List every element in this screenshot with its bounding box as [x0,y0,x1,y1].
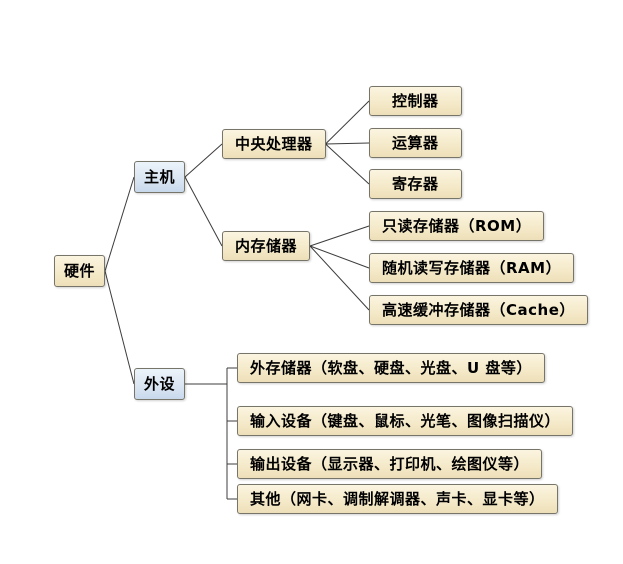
node-host: 主机 [134,161,186,193]
node-output-devices: 输出设备（显示器、打印机、绘图仪等） [237,449,543,479]
node-input-devices: 输入设备（键盘、鼠标、光笔、图像扫描仪） [237,406,574,436]
node-cache: 高速缓冲存储器（Cache） [369,295,588,325]
node-external-storage: 外存储器（软盘、硬盘、光盘、U 盘等） [237,353,545,383]
node-cpu: 中央处理器 [222,129,326,159]
node-others: 其他（网卡、调制解调器、声卡、显卡等） [237,484,558,514]
node-peripherals: 外设 [134,368,186,400]
node-memory: 内存储器 [222,231,311,261]
node-controller: 控制器 [369,86,462,116]
node-alu: 运算器 [369,128,462,158]
node-ram: 随机读写存储器（RAM） [369,253,575,283]
node-rom: 只读存储器（ROM） [369,211,545,241]
node-hardware: 硬件 [54,255,106,287]
node-register: 寄存器 [369,169,462,199]
